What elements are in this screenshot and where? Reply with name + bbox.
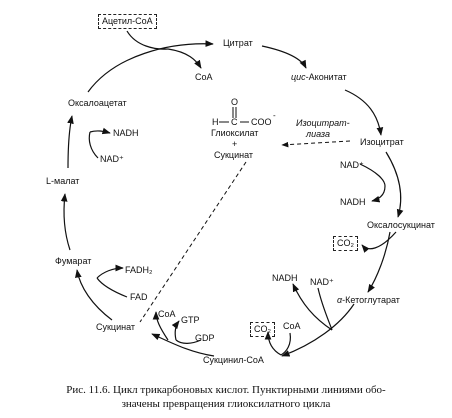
- arrow-nadh-out-lower: [292, 283, 333, 331]
- nadh-right-label: NADH: [340, 197, 366, 207]
- glyoxylate-h-atom: H: [212, 117, 219, 127]
- coa-mid-label: CoA: [158, 309, 176, 319]
- acetyl-coa-box: Ацетил-CoA: [98, 14, 157, 29]
- succinate-center-label: Сукцинат: [214, 150, 254, 160]
- arrow-oxaloacetate-to-citrate: [87, 40, 214, 93]
- arrow-fadh2-out: [96, 264, 124, 279]
- malate-label: L-малат: [46, 176, 80, 186]
- gdp-label: GDP: [195, 333, 215, 343]
- dashed-arrow-isocitrate-to-glyoxylate: [281, 140, 351, 148]
- glyoxylate-c-atom: C: [231, 117, 238, 127]
- alpha-kg-text: -Кетоглутарат: [342, 295, 400, 305]
- co2-box-bottom: CO₂: [250, 322, 275, 337]
- nad-left-label: NAD⁺: [100, 154, 124, 164]
- succinate-bottom-label: Сукцинат: [96, 322, 136, 332]
- fad-label: FAD: [130, 292, 148, 302]
- nad-lower-label: NAD⁺: [310, 277, 334, 287]
- arrow-gdp-in: [175, 339, 202, 344]
- arrow-succinate-to-fumarate: [75, 269, 113, 321]
- co2-box-right: CO₂: [333, 236, 358, 251]
- glyoxylate-o-atom: O: [231, 97, 239, 107]
- arrow-fumarate-to-malate: [60, 193, 71, 251]
- oxaloacetate-label: Оксалоацетат: [68, 98, 127, 108]
- arrow-nad-in-left: [88, 131, 99, 159]
- nad-right-label: NAD⁺: [340, 160, 364, 170]
- glyoxylate-coo-group: COO: [251, 117, 272, 127]
- arrow-succinyl-coa-to-succinate: [151, 333, 215, 357]
- isocitrate-lyase-line2: лиаза: [306, 129, 330, 139]
- citrate-label: Цитрат: [223, 38, 253, 48]
- arrow-nad-in-right: [359, 163, 386, 187]
- arrow-citrate-to-cis-aconitate: [261, 45, 307, 69]
- arrow-coa-in-bottom: [280, 332, 291, 356]
- arrow-nad-in-lower: [317, 287, 333, 331]
- alpha-prefix: α: [337, 295, 343, 305]
- cis-prefix: цис: [291, 72, 306, 82]
- isocitrate-label: Изоцитрат: [360, 137, 404, 147]
- isocitrate-lyase-line1: Изоцитрат-: [296, 118, 350, 128]
- glyoxylate-label: Глиоксилат: [211, 128, 259, 138]
- dashed-line-succinate-shunt: [139, 161, 247, 323]
- gtp-label: GTP: [181, 315, 200, 325]
- arrow-acetyl-coa-in: [126, 30, 169, 50]
- plus-sign: +: [232, 139, 238, 149]
- nadh-lower-label: NADH: [272, 273, 298, 283]
- arrow-coa-out-mid: [152, 311, 169, 341]
- arrow-co2-out-right: [361, 231, 397, 253]
- figure-caption-line1: Рис. 11.6. Цикл трикарбоновых кислот. Пу…: [66, 384, 386, 396]
- figure-caption-line2: значены превращения глиоксилатного цикла: [121, 398, 331, 410]
- arrow-alpha-kg-to-succinyl-coa: [281, 303, 355, 357]
- cis-aconitate-label: цис-Аконитат: [291, 72, 347, 83]
- arrow-gtp-out: [171, 320, 180, 341]
- arrow-nadh-out-right: [371, 185, 386, 203]
- arrow-malate-to-oxaloacetate: [67, 115, 74, 169]
- arrow-co2-out-bottom: [264, 331, 282, 356]
- coa-bottom-label: CoA: [283, 321, 301, 331]
- arrow-cis-aconitate-to-isocitrate: [344, 89, 384, 136]
- arrow-oxalosuccinate-to-alpha-kg: [367, 231, 391, 293]
- oxalosuccinate-label: Оксалосукцинат: [367, 220, 435, 230]
- arrow-fad-in: [96, 277, 128, 298]
- alpha-ketoglutarate-label: α-Кетоглутарат: [337, 295, 400, 306]
- glyoxylate-charge: -: [273, 111, 276, 120]
- fumarate-label: Фумарат: [55, 256, 92, 266]
- nadh-left-label: NADH: [113, 128, 139, 138]
- coa-top-label: CoA: [195, 72, 213, 82]
- arrow-coa-out-top: [167, 48, 202, 69]
- arrow-isocitrate-to-oxalosuccinate: [385, 151, 404, 218]
- cis-aconitate-text: -Аконитат: [305, 72, 347, 82]
- succinyl-coa-label: Сукцинил-CoA: [203, 355, 264, 365]
- fadh2-label: FADH₂: [125, 265, 153, 275]
- arrow-nadh-out-left: [89, 127, 111, 135]
